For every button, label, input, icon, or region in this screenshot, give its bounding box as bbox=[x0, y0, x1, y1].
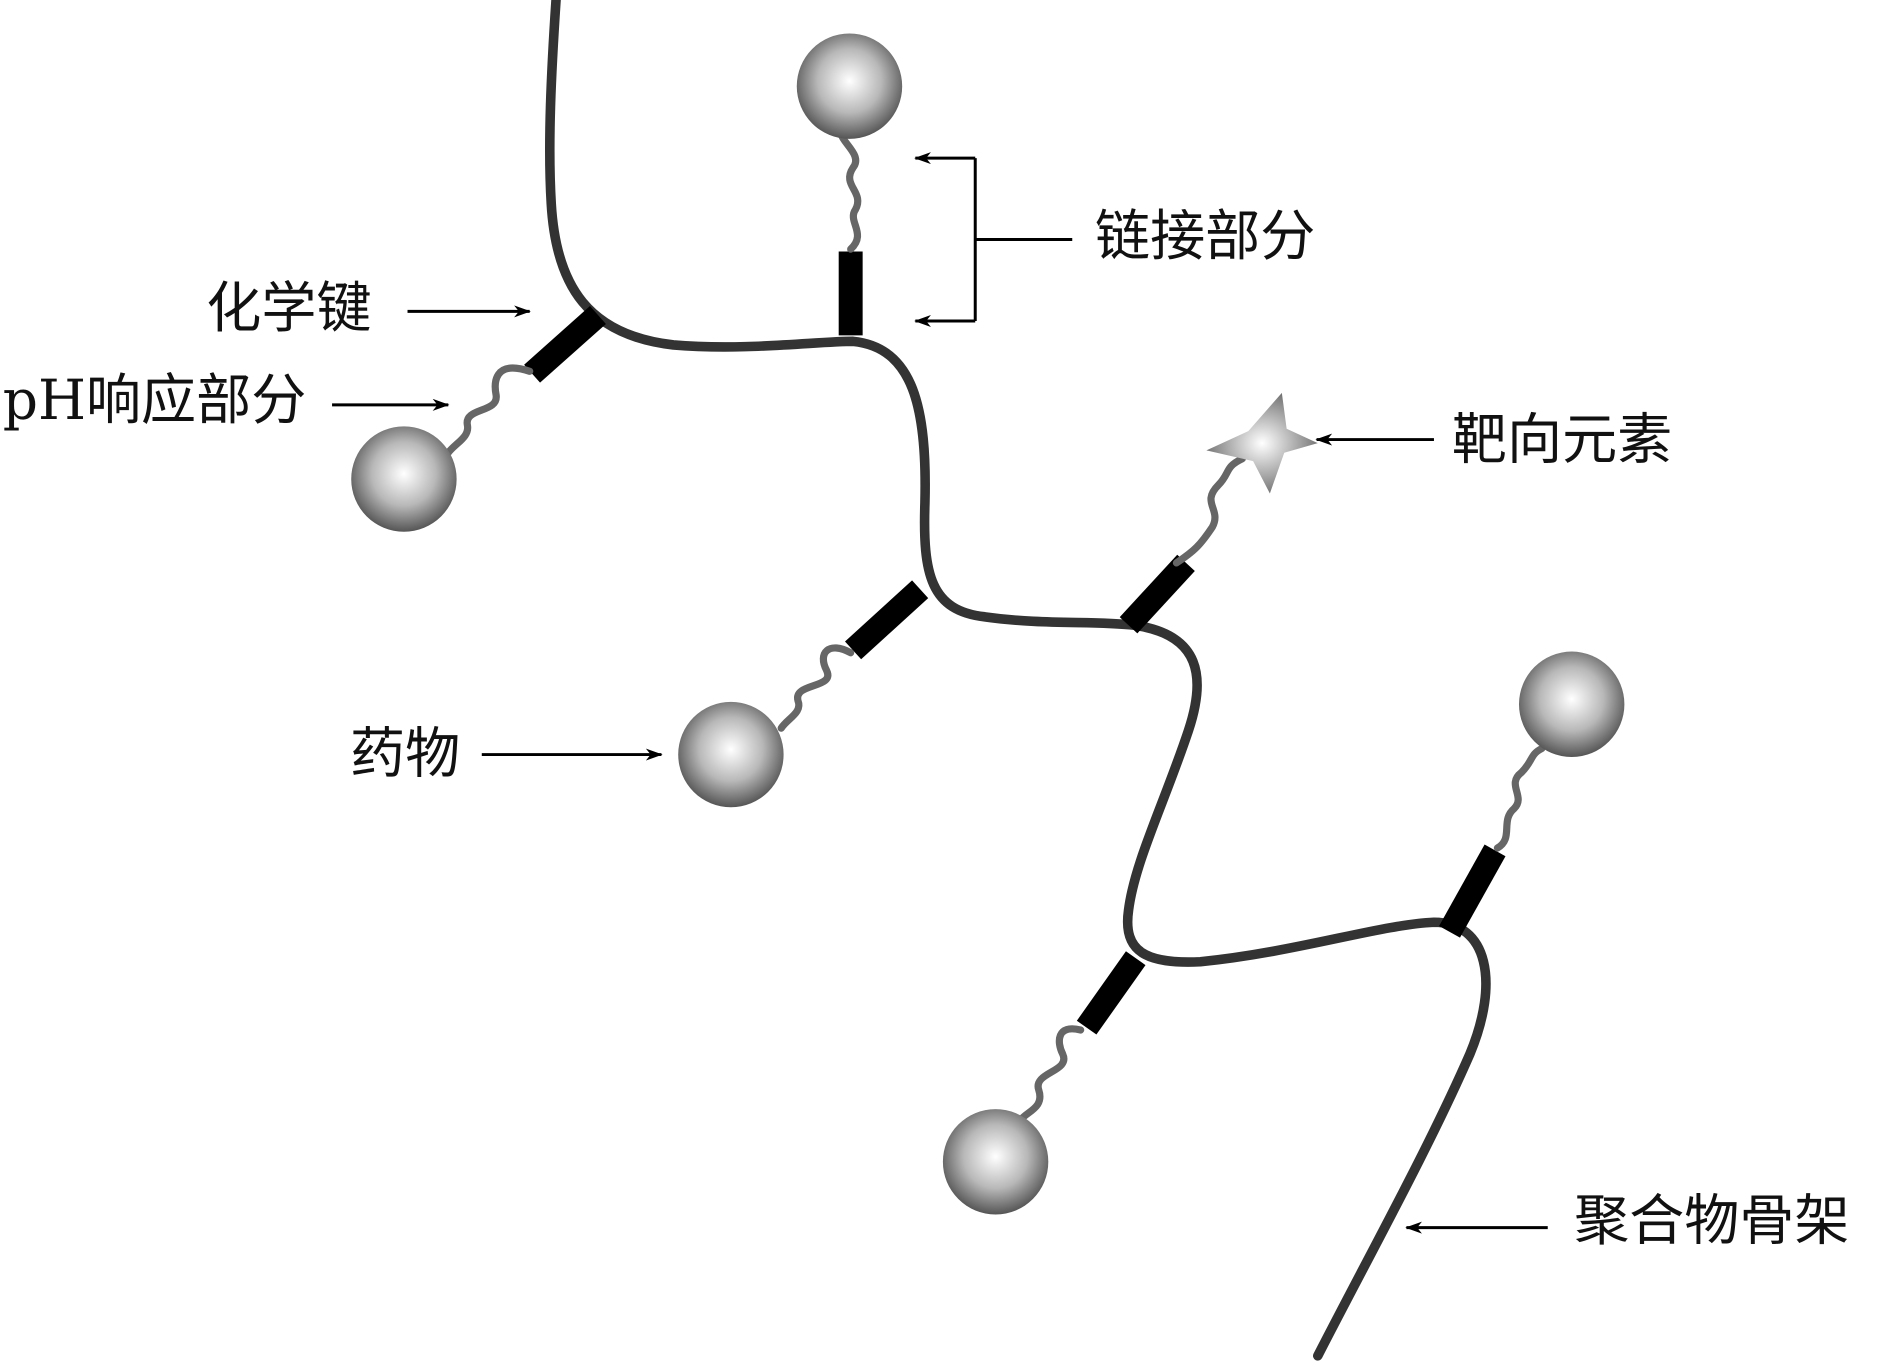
drug-sphere bbox=[678, 701, 784, 808]
annotation-drug: 药物 bbox=[350, 722, 663, 786]
bond-bar bbox=[524, 306, 606, 383]
annotation-backbone: 聚合物骨架 bbox=[1405, 1189, 1849, 1253]
drug-sphere bbox=[1518, 651, 1625, 757]
drug-sphere bbox=[351, 426, 457, 532]
linker-bars bbox=[524, 251, 1506, 1035]
label-linker: 链接部分 bbox=[1095, 204, 1315, 268]
ph-responsive-spacers bbox=[444, 130, 1546, 1124]
drug-sphere bbox=[942, 1109, 1049, 1215]
annotation-linker: 链接部分 bbox=[914, 152, 1315, 327]
drug-sphere bbox=[796, 33, 903, 139]
annotation-chemical-bond: 化学键 bbox=[206, 276, 531, 340]
label-ph-responsive: pH响应部分 bbox=[3, 368, 307, 432]
annotation-ph-responsive: pH响应部分 bbox=[3, 368, 450, 432]
label-drug: 药物 bbox=[350, 722, 460, 786]
bond-bar bbox=[1439, 844, 1506, 938]
label-backbone: 聚合物骨架 bbox=[1574, 1189, 1849, 1253]
bond-bar bbox=[845, 580, 929, 660]
label-targeting: 靶向元素 bbox=[1452, 408, 1672, 472]
drug-spheres bbox=[351, 33, 1625, 1215]
targeting-star-icon bbox=[1206, 392, 1318, 494]
annotation-targeting: 靶向元素 bbox=[1315, 408, 1672, 472]
label-chemical-bond: 化学键 bbox=[206, 276, 371, 340]
bond-bar bbox=[1119, 554, 1195, 634]
bond-bar bbox=[1076, 951, 1146, 1035]
